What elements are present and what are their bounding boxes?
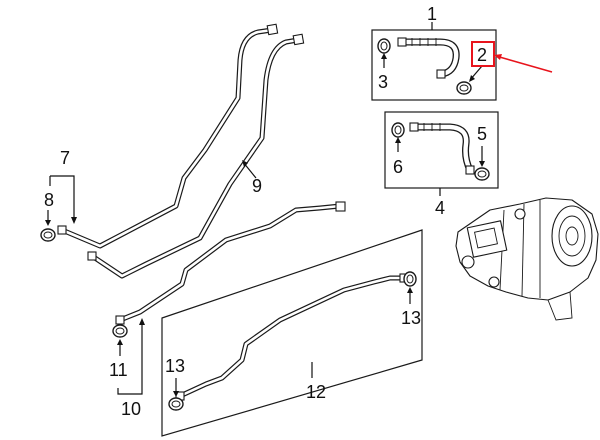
callout-10: 10 [121,399,141,419]
callout-2: 2 [477,45,487,65]
ac-hose-assembly-1 [397,37,460,79]
leader-2-arrow [469,75,475,82]
leader-13-right-arrow [407,287,413,293]
callout-4: 4 [435,198,445,218]
callout-12: 12 [306,382,326,402]
o-ring-13-left [168,397,184,411]
leader-3-arrow [381,53,387,59]
o-ring-2 [456,81,472,95]
ac-line-10 [115,201,346,325]
highlight-box-2 [471,41,495,67]
ac-hose-assembly-4 [409,122,475,175]
leader-5-arrow [479,161,485,167]
group-box-1 [371,29,497,101]
callout-5: 5 [477,124,487,144]
leader-9-arrow [242,160,248,167]
callout-8: 8 [44,190,54,210]
o-ring-11 [112,324,128,338]
leader-11-arrow [117,339,123,345]
ac-line-12 [175,273,409,401]
group-box-12 [161,229,423,437]
callout-6: 6 [393,157,403,177]
pointer-line [495,55,553,73]
callout-1: 1 [427,4,437,24]
ac-line-9 [57,23,305,279]
leader-8-arrow [45,220,51,226]
o-ring-13-right [403,271,417,287]
ac-compressor [455,197,599,321]
pointer-arrow [494,54,502,60]
callout-9: 9 [252,176,262,196]
callout-13-right: 13 [401,308,421,328]
callout-3: 3 [378,72,388,92]
o-ring-8 [40,228,56,242]
o-ring-5 [474,167,490,181]
group-box-4 [384,111,499,189]
leader-6-arrow [395,137,401,143]
leader-7-arrow [71,217,77,224]
callout-13-left: 13 [165,356,185,376]
callout-7: 7 [60,148,70,168]
o-ring-6 [391,122,405,138]
leader-10 [117,322,143,395]
callout-11: 11 [109,360,128,380]
o-ring-3 [377,38,391,54]
leader-7 [50,175,75,220]
leader-10-arrow [139,318,145,325]
leader-13-left-arrow [173,391,179,397]
